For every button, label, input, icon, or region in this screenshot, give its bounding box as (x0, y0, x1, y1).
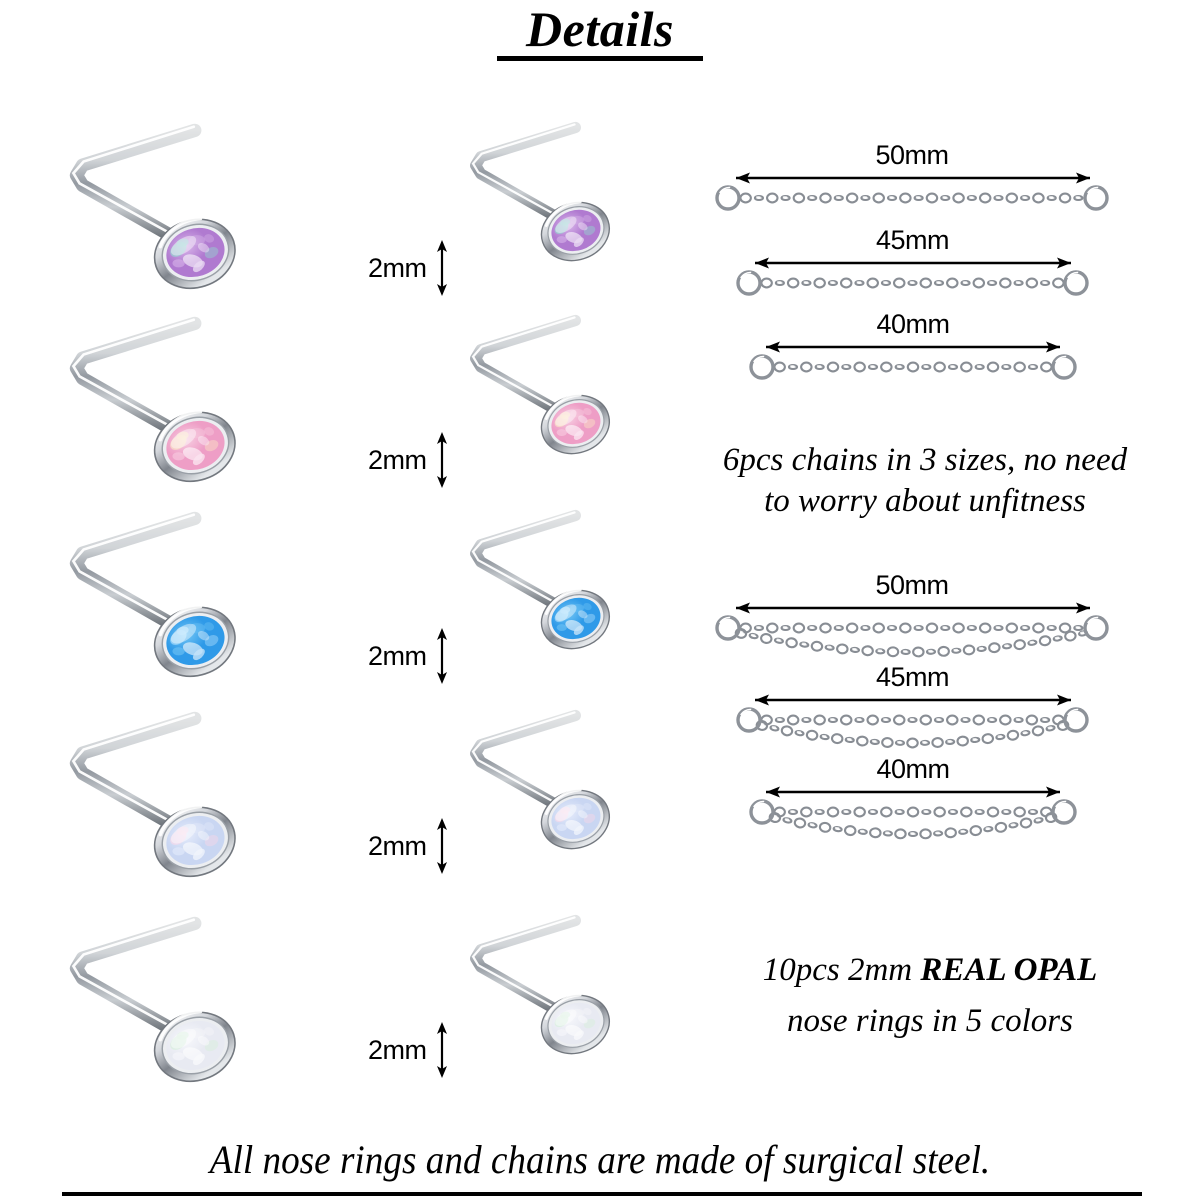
nose-ring-left-pink-opal (52, 305, 256, 509)
vertical-dimension-arrow (436, 818, 447, 874)
nose-ring-right-white-opal (455, 905, 627, 1077)
vertical-dimension-arrow (436, 432, 447, 488)
footer-underline (62, 1192, 1142, 1196)
opal-caption-plain: 10pcs 2mm (762, 952, 921, 988)
gem-size-annotation-2: 2mm (368, 432, 450, 488)
single-chain-40mm (748, 337, 1078, 387)
nose-ring-right-purple-opal (455, 112, 627, 284)
double-chain-50mm-size-label: 50mm (875, 570, 949, 600)
gem-size-label: 2mm (368, 830, 427, 861)
single-chain-45mm (735, 253, 1090, 303)
page-title: Details (526, 1, 674, 57)
single-chain-45mm-size-label: 45mm (875, 225, 950, 255)
title-underline (497, 56, 703, 61)
opal-caption-line-2: nose rings in 5 colors (786, 1003, 1073, 1040)
footer-note: All nose rings and chains are made of su… (209, 1137, 991, 1182)
gem-size-label: 2mm (368, 252, 427, 283)
gem-size-label: 2mm (368, 1034, 427, 1065)
gem-size-label: 2mm (368, 444, 427, 475)
gem-size-annotation-3: 2mm (368, 628, 450, 684)
double-chain-40mm-size-label: 40mm (876, 754, 950, 784)
nose-ring-left-purple-opal (52, 112, 256, 316)
gem-size-annotation-5: 2mm (368, 1022, 450, 1078)
double-chain-45mm (735, 690, 1090, 770)
chains-caption-line-2: to worry about unfitness (764, 483, 1086, 520)
opal-caption-line-1: 10pcs 2mm REAL OPAL (690, 950, 1170, 991)
gem-size-annotation-1: 2mm (368, 240, 450, 296)
vertical-dimension-arrow (436, 628, 447, 684)
gem-size-annotation-4: 2mm (368, 818, 450, 874)
single-chain-50mm (714, 168, 1110, 218)
double-chain-40mm (748, 782, 1078, 862)
nose-ring-right-pink-opal (455, 305, 627, 477)
gem-size-label: 2mm (368, 640, 427, 671)
chains-caption: 6pcs chains in 3 sizes, no need to worry… (690, 440, 1160, 523)
nose-ring-right-blue-opal (455, 500, 627, 672)
nose-ring-left-lavender-white-opal (52, 700, 256, 904)
double-chain-45mm-size-label: 45mm (875, 662, 950, 692)
double-chain-50mm (714, 598, 1110, 678)
vertical-dimension-arrow (436, 240, 447, 296)
nose-ring-left-white-opal (52, 905, 256, 1109)
opal-caption: 10pcs 2mm REAL OPAL nose rings in 5 colo… (690, 950, 1170, 1043)
vertical-dimension-arrow (436, 1022, 447, 1078)
single-chain-40mm-size-label: 40mm (876, 309, 950, 339)
nose-ring-right-lavender-white-opal (455, 700, 627, 872)
single-chain-50mm-size-label: 50mm (875, 140, 949, 170)
nose-ring-left-blue-opal (52, 500, 256, 704)
opal-caption-bold: REAL OPAL (920, 952, 1098, 988)
chains-caption-line-1: 6pcs chains in 3 sizes, no need (722, 442, 1128, 478)
